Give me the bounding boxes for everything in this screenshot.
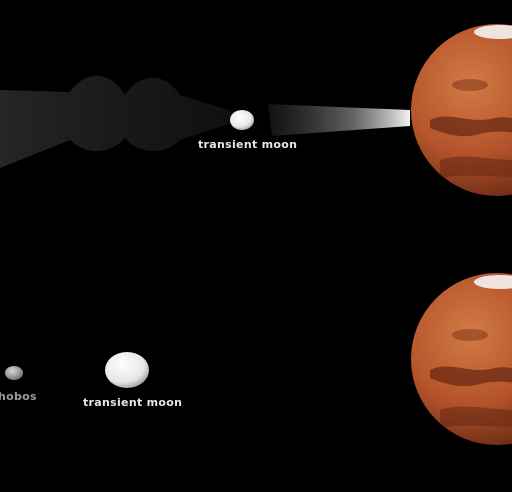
- mars-bottom: [411, 273, 512, 445]
- transient-moon-label-bottom: transient moon: [83, 396, 183, 409]
- transient-moon-top: [230, 110, 254, 130]
- phobos-label: hobos: [0, 390, 37, 403]
- transient-moon-label-top: transient moon: [198, 138, 298, 151]
- ejecta-beam: [268, 104, 410, 136]
- transient-moon-bottom: [105, 352, 149, 388]
- phobos: [5, 366, 23, 380]
- ejecta-trail: [0, 75, 235, 168]
- mars-top: [411, 24, 512, 196]
